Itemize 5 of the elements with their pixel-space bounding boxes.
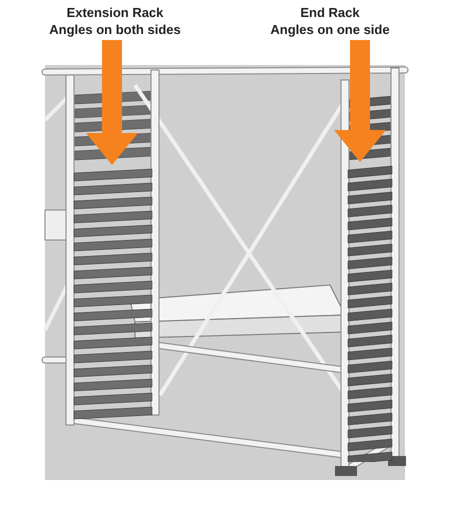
callout-title: Extension Rack <box>66 4 164 21</box>
callout-title: End Rack <box>299 4 361 21</box>
arrow <box>86 40 138 165</box>
callout-subtitle: Angles on both sides <box>48 21 182 38</box>
callout-subtitle: Angles on one side <box>269 21 391 38</box>
